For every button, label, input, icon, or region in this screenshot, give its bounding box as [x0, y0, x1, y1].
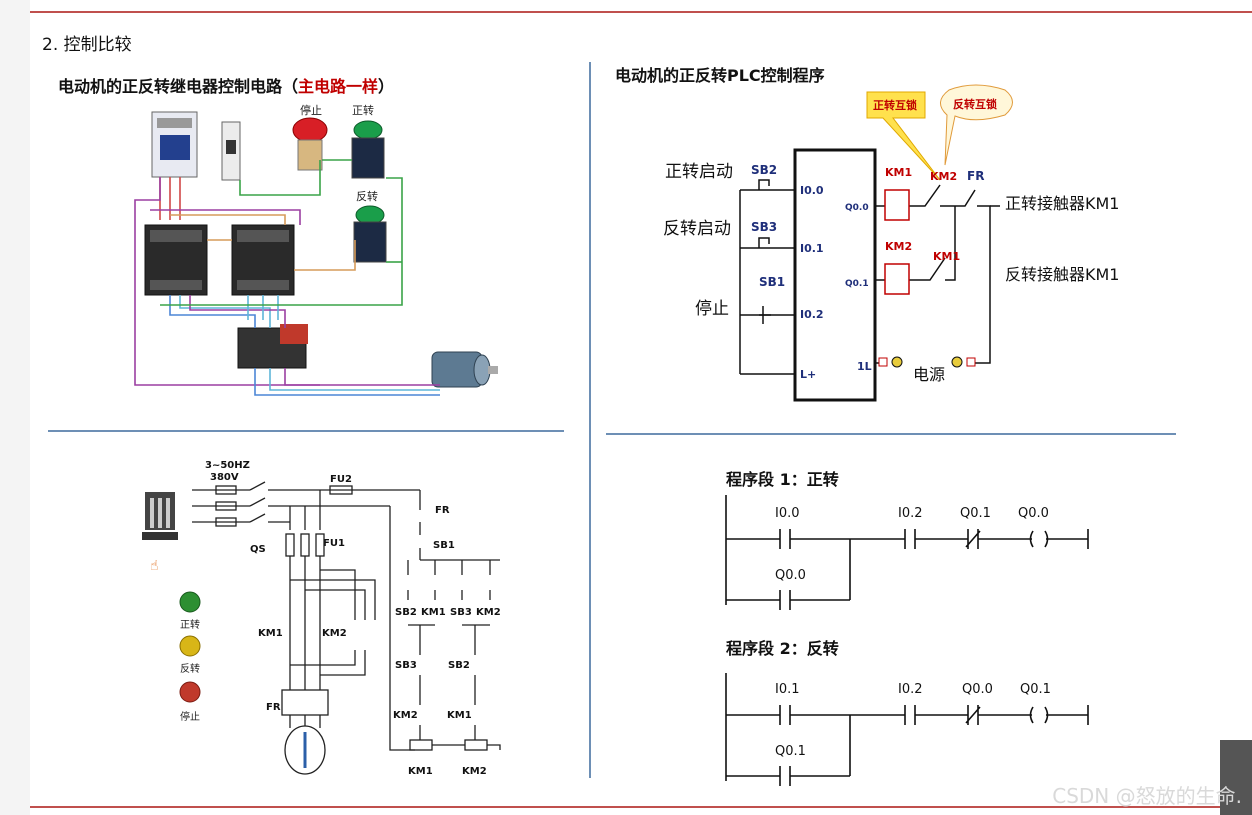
seg2-coil-q01: Q0.1 — [1020, 682, 1051, 697]
relay-circuit-title: 电动机的正反转继电器控制电路（主电路一样） — [58, 77, 395, 96]
schematic-km2-interlock-label: KM2 — [393, 710, 418, 721]
schematic-km2-hold-label: KM2 — [476, 607, 501, 618]
schematic-km1-main-label: KM1 — [258, 628, 283, 639]
schematic-km1-hold-label: KM1 — [421, 607, 446, 618]
seg2-contact-i01: I0.1 — [775, 682, 800, 697]
callout-forward-interlock: 正转互锁 — [866, 91, 941, 181]
svg-text:停止: 停止 — [180, 710, 200, 723]
power-label: 电源 — [913, 365, 945, 384]
sb1-label: SB1 — [759, 275, 785, 289]
seg2-contact-i02: I0.2 — [898, 682, 923, 697]
hand-icon: ☝ — [150, 558, 159, 574]
seg1-contact-q01: Q0.1 — [960, 506, 991, 521]
lamp-forward: 正转 — [179, 591, 201, 631]
schematic-km2-main-label: KM2 — [322, 628, 347, 639]
watermark: CSDN @怒放的生命. — [1052, 784, 1242, 808]
fu1-label: FU1 — [323, 538, 345, 549]
relay-schematic: ☝ 正转 反转 停止 3~50HZ 380V QS FU1 FU2 FR SB1… — [142, 460, 501, 777]
seg1-contact-i00: I0.0 — [775, 506, 800, 521]
plc-output-1l: 1L — [857, 360, 872, 373]
bottom-rule — [30, 806, 1252, 808]
corner-thumbnail — [1220, 740, 1252, 815]
lamp-stop: 停止 — [179, 681, 201, 723]
reverse-button-illustration: 反转 — [353, 189, 387, 263]
interlock-km2-label: KM2 — [930, 170, 957, 183]
plc-input-i01: I0.1 — [800, 242, 824, 255]
plc-module — [793, 148, 877, 402]
schematic-sb3-interlock-label: SB3 — [395, 660, 417, 671]
fu2-label: FU2 — [330, 474, 352, 485]
forward-button-illustration: 正转 — [351, 103, 385, 179]
contactor-km2-illustration — [231, 224, 295, 296]
svg-text:反转: 反转 — [180, 662, 200, 675]
plc-output-q00: Q0.0 — [845, 203, 869, 213]
stop-button-illustration: 停止 — [292, 103, 328, 171]
coil-km1 — [884, 189, 910, 221]
contactor-km1-label: 正转接触器KM1 — [1005, 194, 1119, 213]
plc-wiring-diagram: 正转互锁 反转互锁 正转启动 反转启动 停止 SB2 SB3 SB1 I0.0 … — [663, 84, 1119, 402]
thermal-relay-illustration — [237, 324, 308, 369]
schematic-sb3-label: SB3 — [450, 607, 472, 618]
schematic-fr-main-label: FR — [266, 702, 281, 713]
vertical-separator — [589, 62, 591, 778]
right-horizontal-separator — [606, 433, 1176, 435]
knife-switch-icon — [142, 492, 178, 540]
plc-output-q01: Q0.1 — [845, 279, 869, 289]
sb3-label: SB3 — [751, 220, 777, 234]
interlock-km1-label: KM1 — [933, 250, 960, 263]
ladder-diagram: 程序段 1：正转 程序段 2：反转 I0.0 I0.2 Q0.1 Q0.0 Q0… — [725, 470, 1089, 786]
schematic-sb2-label: SB2 — [395, 607, 417, 618]
schematic-sb2-interlock-label: SB2 — [448, 660, 470, 671]
segment2-title: 程序段 2：反转 — [726, 639, 839, 658]
reverse-start-label: 反转启动 — [663, 219, 731, 239]
svg-text:正转: 正转 — [180, 618, 200, 631]
plc-circuit-title: 电动机的正反转PLC控制程序 — [615, 66, 825, 85]
stop-button-label: 停止 — [300, 103, 322, 117]
sb2-label: SB2 — [751, 163, 777, 177]
callout-forward-text: 正转互锁 — [873, 98, 917, 112]
forward-button-label: 正转 — [352, 103, 374, 117]
schematic-fr-label: FR — [435, 505, 450, 516]
schematic-sb1-label: SB1 — [433, 540, 455, 551]
schematic-coil-km2-label: KM2 — [462, 766, 487, 777]
coil-km1-label: KM1 — [885, 166, 912, 179]
left-margin — [0, 0, 30, 815]
plc-input-lplus: L+ — [800, 368, 816, 381]
section-title: 2. 控制比较 — [42, 35, 132, 55]
reverse-button-label: 反转 — [356, 189, 378, 203]
seg1-coil-q00: Q0.0 — [1018, 506, 1049, 521]
plc-input-i00: I0.0 — [800, 184, 824, 197]
left-horizontal-separator — [48, 430, 564, 432]
relay-wiring-illustration: 停止 正转 反转 — [134, 103, 498, 396]
seg2-contact-q00: Q0.0 — [962, 682, 993, 697]
contactor-km1-illustration — [144, 224, 208, 296]
stop-label: 停止 — [695, 299, 729, 319]
circuit-breaker — [151, 111, 241, 181]
plc-input-i02: I0.2 — [800, 308, 824, 321]
fr-label: FR — [967, 169, 984, 183]
coil-km2 — [884, 263, 910, 295]
forward-start-label: 正转启动 — [665, 162, 733, 182]
schematic-coil-km1-label: KM1 — [408, 766, 433, 777]
supply-voltage: 380V — [210, 472, 239, 483]
power-terminal-right — [951, 356, 976, 368]
callout-reverse-text: 反转互锁 — [953, 97, 997, 111]
seg1-hold-q00: Q0.0 — [775, 568, 806, 583]
schematic-km1-interlock-label: KM1 — [447, 710, 472, 721]
contactor-km2-label: 反转接触器KM1 — [1005, 265, 1119, 284]
seg2-hold-q01: Q0.1 — [775, 744, 806, 759]
motor-illustration — [431, 351, 498, 388]
callout-reverse-interlock: 反转互锁 — [940, 84, 1013, 166]
qs-label: QS — [250, 544, 266, 555]
coil-km2-label: KM2 — [885, 240, 912, 253]
supply-frequency: 3~50HZ — [205, 460, 250, 471]
power-terminal-left — [878, 356, 903, 368]
lamp-reverse: 反转 — [179, 635, 201, 675]
segment1-title: 程序段 1：正转 — [726, 470, 839, 489]
top-rule — [30, 11, 1252, 13]
seg1-contact-i02: I0.2 — [898, 506, 923, 521]
